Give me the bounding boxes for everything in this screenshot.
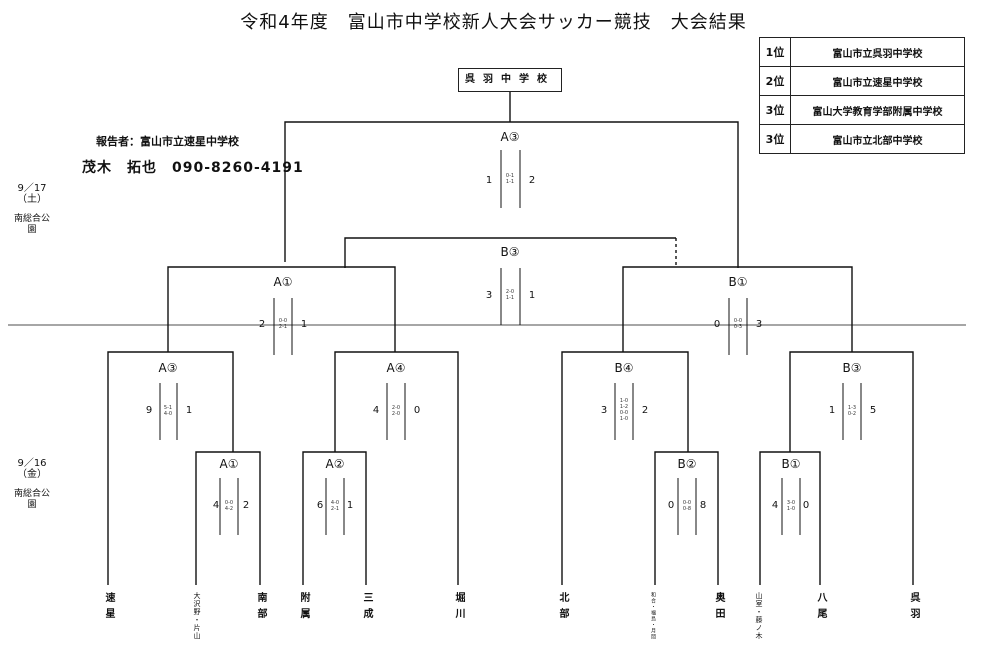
rank-school: 富山市立速星中学校	[790, 66, 965, 96]
score-right: 1	[185, 405, 193, 416]
match-label: A①	[219, 457, 239, 471]
ranking-row: 2位 富山市立速星中学校	[759, 66, 965, 96]
score-left: 1	[828, 405, 836, 416]
rank-place: 3位	[759, 95, 791, 125]
match-label: A③	[158, 361, 178, 375]
venue: 南総合公園	[13, 489, 50, 510]
match-label: B③	[500, 245, 520, 259]
rank-school: 富山市立北部中学校	[790, 124, 965, 154]
rankings-table: 1位 富山市立呉羽中学校 2位 富山市立速星中学校 3位 富山大学教育学部附属中…	[759, 37, 965, 154]
score-right: 8	[699, 500, 707, 511]
rank-school: 富山大学教育学部附属中学校	[790, 95, 965, 125]
score-left: 4	[771, 500, 779, 511]
score-right: 0	[413, 405, 421, 416]
team-name: 堀川	[453, 592, 464, 624]
score-right: 1	[300, 319, 308, 330]
match-label: B③	[842, 361, 862, 375]
ranking-row: 3位 富山大学教育学部附属中学校	[759, 95, 965, 125]
score-right: 2	[242, 500, 250, 511]
match-label: A④	[386, 361, 406, 375]
rank-place: 3位	[759, 124, 791, 154]
page-title: 令和4年度 富山市中学校新人大会サッカー競技 大会結果	[240, 12, 747, 33]
date: 9／17	[17, 183, 47, 194]
day: （金）	[17, 469, 47, 480]
ranking-row: 3位 富山市立北部中学校	[759, 124, 965, 154]
score-left: 3	[485, 290, 493, 301]
team-name: 奥田	[713, 592, 724, 624]
team-name: 山室・藤ノ木	[755, 592, 763, 640]
team-name: 和合・福島・月岡	[650, 592, 656, 640]
team-name: 八尾	[815, 592, 826, 624]
date-block: 9／17 （土）	[12, 183, 52, 205]
team-name: 三成	[361, 592, 372, 624]
match-label: B①	[728, 275, 748, 289]
score-left: 2	[258, 319, 266, 330]
champion-box: 呉羽中学校	[458, 68, 562, 92]
score-right: 1	[528, 290, 536, 301]
team-name: 北部	[557, 592, 568, 624]
match-label: B②	[677, 457, 697, 471]
score-left: 4	[372, 405, 380, 416]
ranking-row: 1位 富山市立呉羽中学校	[759, 37, 965, 67]
match-label: A③	[500, 130, 520, 144]
date-block: 9／16 （金）	[12, 458, 52, 480]
match-label: A①	[273, 275, 293, 289]
team-name: 呉羽	[908, 592, 919, 624]
venue: 南総合公園	[13, 214, 50, 235]
score-right: 0	[802, 500, 810, 511]
date: 9／16	[17, 458, 47, 469]
match-label: B①	[781, 457, 801, 471]
team-name: 南部	[255, 592, 266, 624]
score-right: 2	[641, 405, 649, 416]
score-left: 1	[485, 175, 493, 186]
score-left: 9	[145, 405, 153, 416]
team-name: 大沢野・片山	[193, 592, 201, 640]
score-left: 4	[212, 500, 220, 511]
team-name: 附属	[298, 592, 309, 624]
day: （土）	[17, 194, 47, 205]
score-left: 6	[316, 500, 324, 511]
team-name: 速星	[103, 592, 114, 624]
score-right: 3	[755, 319, 763, 330]
match-label: B④	[614, 361, 634, 375]
score-left: 0	[667, 500, 675, 511]
score-left: 3	[600, 405, 608, 416]
contact: 茂木 拓也 090-8260-4191	[82, 160, 304, 176]
match-label: A②	[325, 457, 345, 471]
score-right: 2	[528, 175, 536, 186]
score-left: 0	[713, 319, 721, 330]
reporter: 報告者：富山市立速星中学校	[96, 135, 239, 148]
score-right: 5	[869, 405, 877, 416]
score-right: 1	[346, 500, 354, 511]
